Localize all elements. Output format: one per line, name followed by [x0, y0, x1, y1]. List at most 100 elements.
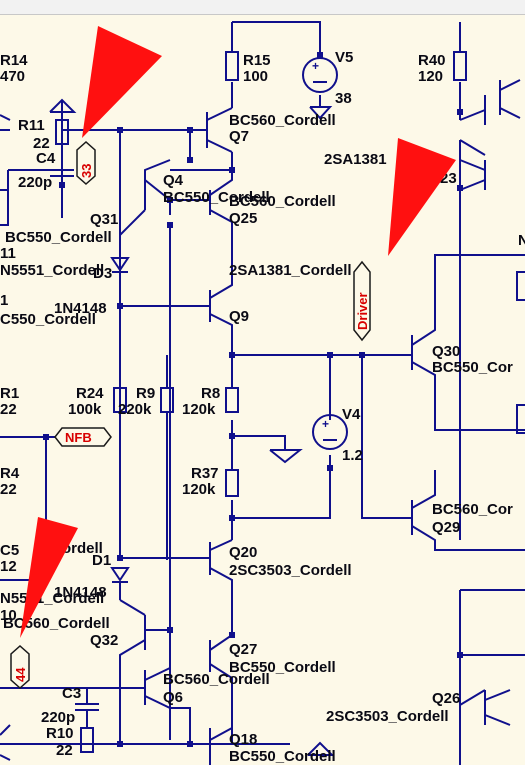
resistor-right-edge-2 [516, 271, 525, 301]
label-c3: C3 [62, 685, 81, 702]
red-arrow-top-left [82, 26, 162, 138]
resistor-r8 [225, 387, 239, 413]
label-q27-type: BC550_Cordell [229, 659, 336, 676]
label-q4: Q4 [163, 172, 184, 189]
label-r14: R14 [0, 52, 28, 69]
label-q20: Q20 [229, 544, 257, 561]
label-q29-type: BC560_Cor [432, 501, 513, 518]
label-q20-type: 2SC3503_Cordell [229, 562, 352, 579]
label-q31: Q31 [90, 211, 118, 228]
resistor-r11 [55, 119, 69, 145]
label-q30: Q30 [432, 343, 460, 360]
label-r40-value: 120 [418, 68, 443, 85]
resistor-r24 [113, 387, 127, 413]
wires [0, 21, 525, 765]
label-q4-type: BC550_Cordell [163, 189, 270, 206]
label-q25: Q25 [229, 210, 257, 227]
label-d1: D1 [92, 552, 111, 569]
label-q9-type: 2SA1381_Cordell [229, 262, 352, 279]
label-v4-value: 1.2 [342, 447, 363, 464]
supply-symbol-r11 [49, 98, 77, 113]
label-n5551-b: N5551_Cordell [0, 590, 104, 607]
label-q29: Q29 [432, 519, 460, 536]
label-q9: Q9 [229, 308, 249, 325]
junction-dots [43, 52, 463, 747]
label-q18: Q18 [229, 731, 257, 748]
svg-text:33: 33 [79, 164, 94, 178]
svg-text:+: + [312, 59, 319, 73]
label-1n4148-a: 1N4148 [54, 300, 107, 317]
label-r10-value: 22 [56, 742, 73, 759]
label-r4-value: 22 [0, 481, 17, 498]
label-c4-value: 220p [18, 174, 52, 191]
diode-d3 [110, 257, 130, 306]
label-n-right: N [518, 232, 525, 249]
label-v4: V4 [342, 406, 361, 423]
annotation-arrows [20, 26, 456, 638]
label-q26-type: 2SC3503_Cordell [326, 708, 449, 725]
label-q7-type: BC560_Cordell [229, 112, 336, 129]
label-r37-value: 120k [182, 481, 216, 498]
label-r9: R9 [136, 385, 155, 402]
label-r14-value: 470 [0, 68, 25, 85]
label-r15-value: 100 [243, 68, 268, 85]
svg-text:+: + [322, 417, 329, 431]
label-q27: Q27 [229, 641, 257, 658]
svg-text:44: 44 [13, 667, 28, 682]
label-r1-value: 22 [0, 401, 17, 418]
ground-symbol-bottom [307, 741, 335, 756]
resistor-right-edge [516, 404, 525, 434]
ground-symbol [269, 449, 303, 464]
label-r40: R40 [418, 52, 446, 69]
label-bc550-left: BC550_Cordell [5, 229, 112, 246]
label-v5: V5 [335, 49, 353, 66]
label-2sa1381-right: 2SA1381 [324, 151, 387, 168]
label-r4: R4 [0, 465, 20, 482]
label-q6: Q6 [163, 689, 183, 706]
label-r8-value: 120k [182, 401, 216, 418]
label-r1: R1 [0, 385, 19, 402]
label-r24-value: 100k [68, 401, 102, 418]
label-r9-value: 220k [118, 401, 152, 418]
label-1: 1 [0, 292, 8, 309]
label-bc560-left: BC560_Cordell [3, 615, 110, 632]
label-c4: C4 [36, 150, 56, 167]
resistor-r9 [160, 387, 174, 413]
svg-text:Driver: Driver [355, 292, 370, 330]
label-q18-type: BC550_Cordell [229, 748, 336, 765]
svg-text:NFB: NFB [65, 430, 92, 445]
net-label-nfb: NFB [54, 427, 112, 447]
capacitor-c3 [75, 688, 99, 728]
resistor-r15 [225, 51, 239, 81]
diode-d1 [110, 567, 130, 600]
label-12: 12 [0, 558, 17, 575]
label-c550-left: C550_Cordell [0, 311, 96, 328]
red-arrow-bottom-left [20, 517, 78, 638]
label-q6-type: BC560_Cordell [163, 671, 270, 688]
label-ordell: ordell [62, 540, 103, 557]
label-q30-type: BC550_Cor [432, 359, 513, 376]
capacitor-c4 [50, 169, 74, 177]
net-label-driver: Driver [353, 260, 371, 342]
label-r8: R8 [201, 385, 220, 402]
net-label-44: 44 [10, 644, 30, 690]
label-10: 10 [0, 607, 17, 624]
resistor-r37 [225, 469, 239, 497]
label-1n4148-b: 1N4148 [54, 584, 107, 601]
voltage-source-v5: + [302, 57, 338, 120]
resistor-r10 [80, 727, 94, 753]
component-labels: R14 470 R15 100 V5 38 R40 120 R11 22 C4 … [0, 49, 525, 765]
label-r11-value: 22 [33, 135, 50, 152]
window-top-strip [0, 0, 525, 15]
label-r10: R10 [46, 725, 74, 742]
label-d3: D3 [93, 265, 112, 282]
label-r24: R24 [76, 385, 104, 402]
label-r15: R15 [243, 52, 271, 69]
label-q7: Q7 [229, 128, 249, 145]
net-label-33: 33 [76, 140, 96, 186]
label-n5551: N5551_Cordell [0, 262, 104, 279]
label-r37: R37 [191, 465, 219, 482]
resistor-r40 [453, 51, 467, 81]
schematic-canvas: + + [0, 21, 525, 765]
label-r11: R11 [18, 117, 45, 134]
